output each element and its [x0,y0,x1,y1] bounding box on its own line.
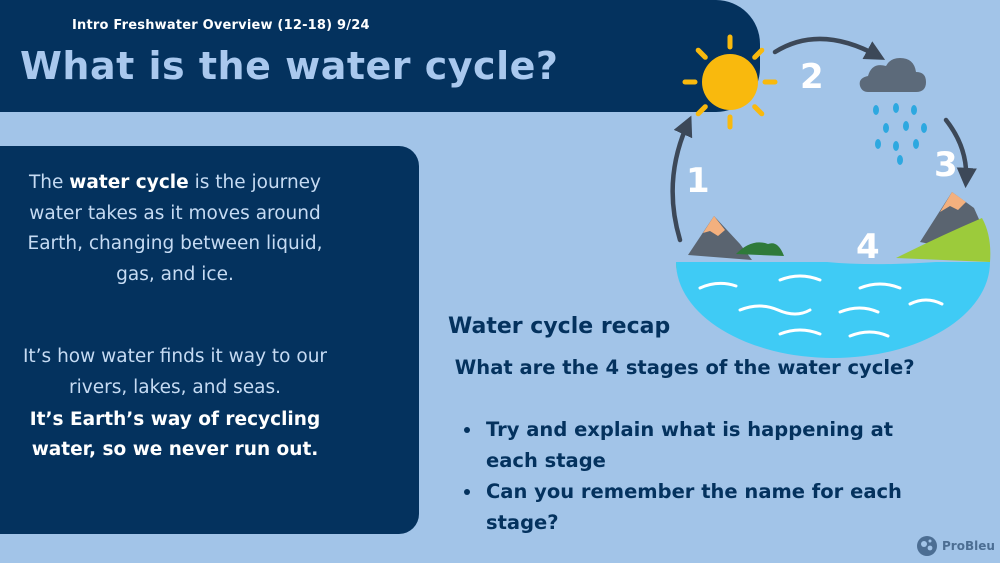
brand-logo: ProBleu [916,535,995,557]
recap-bullets: Try and explain what is happening at eac… [462,414,932,538]
rivers-text: It’s how water finds it way to our river… [22,346,328,398]
sun-icon [682,34,778,130]
info-panel: The water cycle is the journey water tak… [0,146,419,534]
recap-title: Water cycle recap [448,314,671,339]
arrow-icon [670,36,977,243]
mountain-icon [688,192,991,262]
sea-icon [676,262,990,358]
brand-name: ProBleu [942,539,995,553]
definition-term: water cycle [69,172,189,193]
definition-text: The water cycle is the journey water tak… [27,172,323,285]
probleu-logo-icon [917,536,937,556]
cloud-rain-icon [859,58,927,165]
header-banner: Intro Freshwater Overview (12-18) 9/24 W… [0,0,760,112]
page-title: What is the water cycle? [20,44,559,88]
lesson-subtitle: Intro Freshwater Overview (12-18) 9/24 [72,18,370,33]
list-item: Try and explain what is happening at eac… [462,414,932,476]
water-cycle-diagram: 1 2 3 4 [670,34,991,358]
stage-label-2: 2 [800,57,824,97]
recap-question: What are the 4 stages of the water cycle… [448,356,915,379]
stage-label-4: 4 [856,227,880,267]
recycling-text: It’s Earth’s way of recycling water, so … [29,409,321,460]
stage-label-1: 1 [686,161,710,201]
stage-label-3: 3 [934,145,958,185]
list-item: Can you remember the name for each stage… [462,476,932,538]
